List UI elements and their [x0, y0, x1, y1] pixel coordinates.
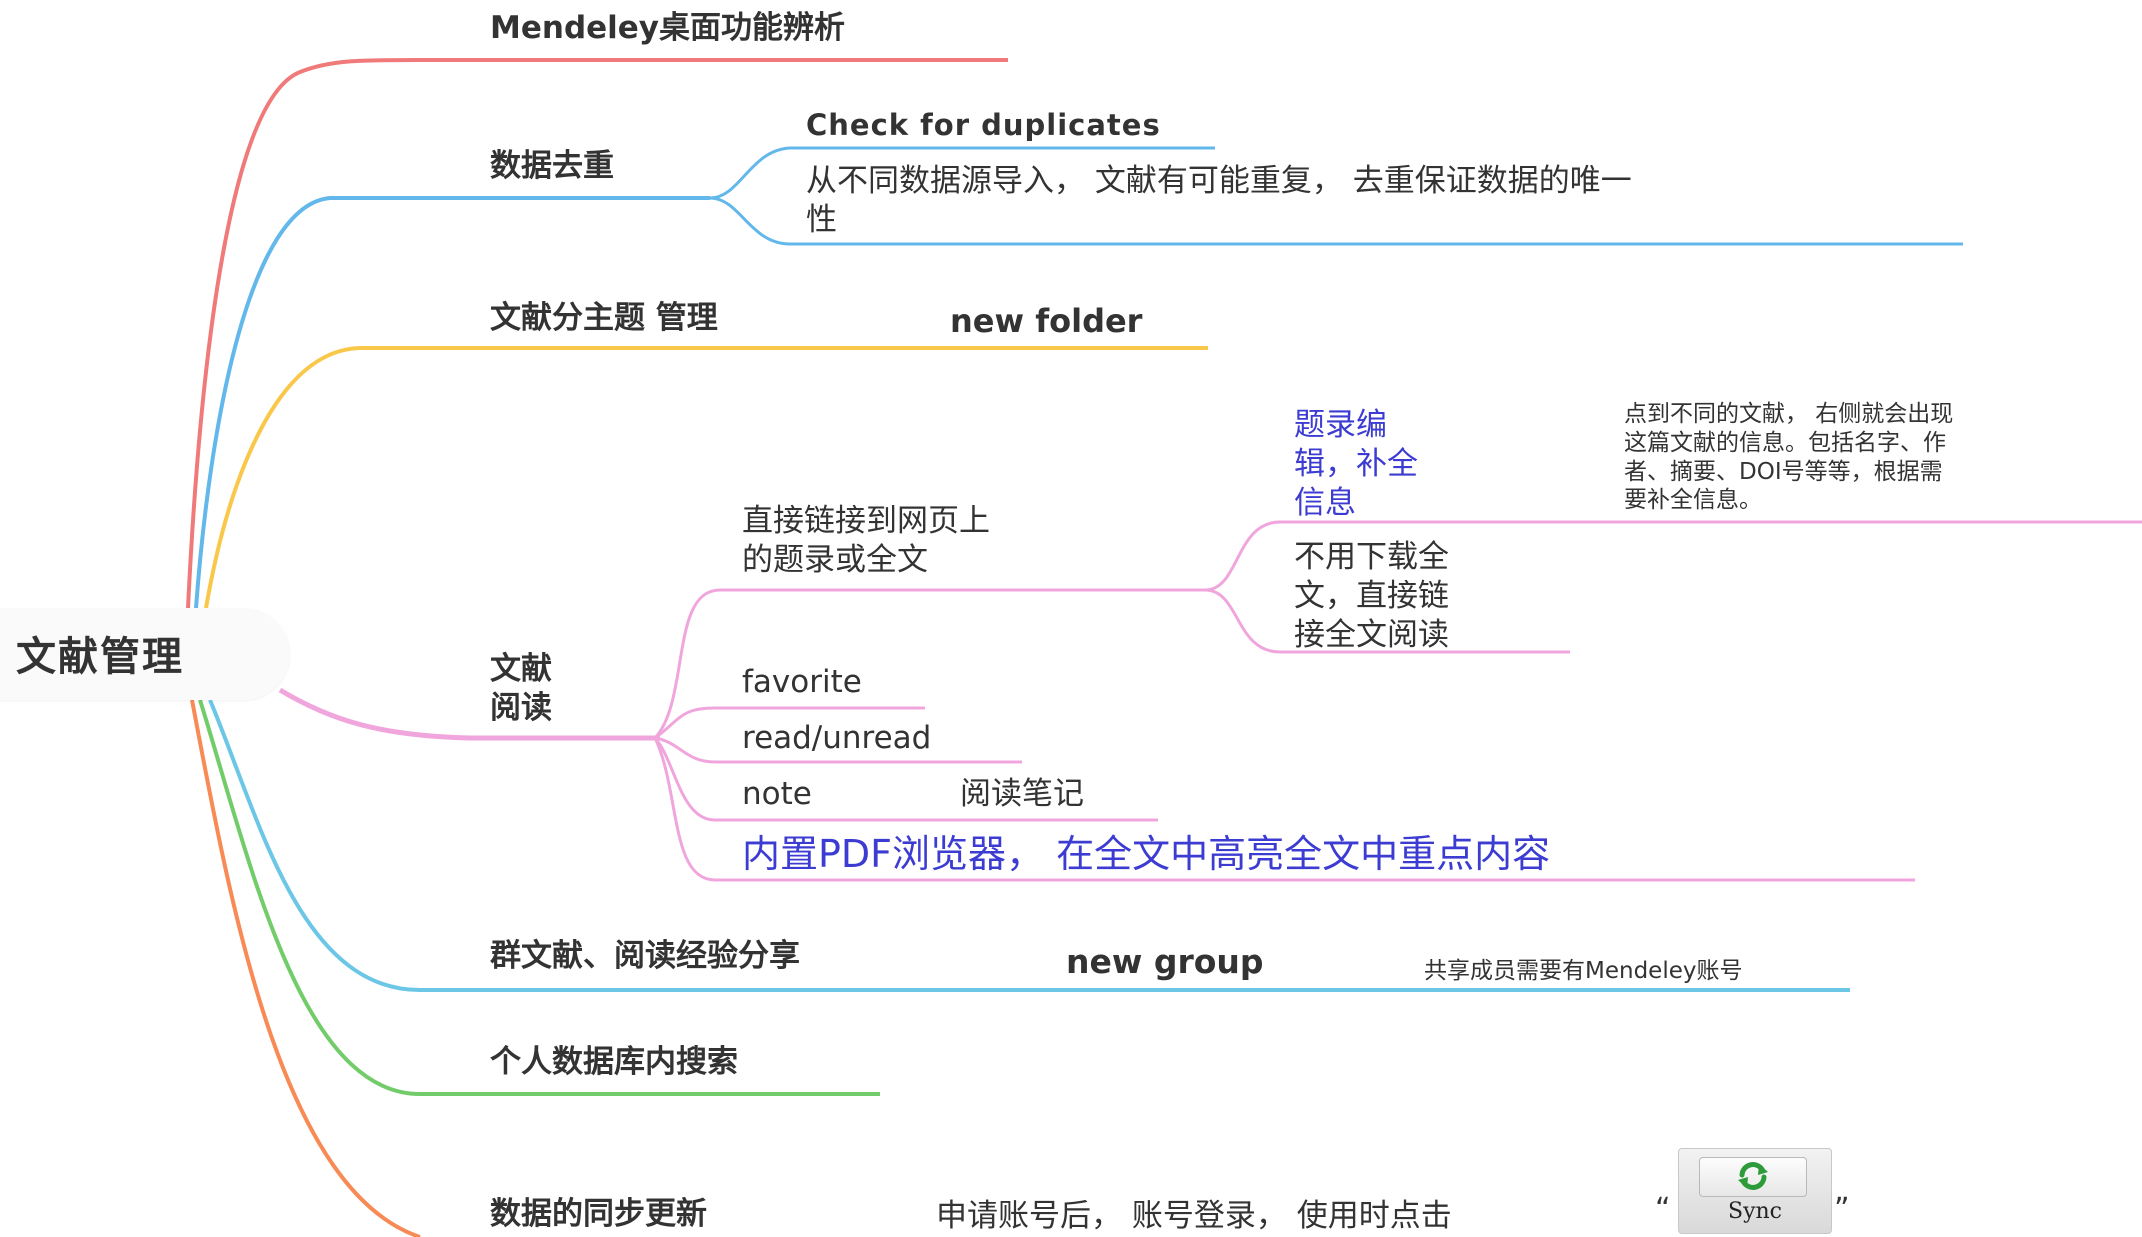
sync-button[interactable]: Sync — [1678, 1148, 1832, 1234]
link-reading-link — [653, 588, 1205, 740]
reading-note-sub-label[interactable]: 阅读笔记 — [960, 776, 1084, 812]
folder-new-folder-label[interactable]: new folder — [950, 302, 1143, 340]
reading-favorite-label[interactable]: favorite — [742, 664, 862, 700]
branch-group-label[interactable]: 群文献、阅读经验分享 — [490, 938, 800, 974]
branch-reading-label[interactable]: 文献 阅读 — [490, 651, 552, 726]
sync-arrows-icon — [1738, 1162, 1768, 1190]
reading-edit-label[interactable]: 题录编 辑，补全 信息 — [1294, 407, 1418, 521]
link-reading-pdf — [653, 737, 1915, 882]
dedup-check-label[interactable]: Check for duplicates — [806, 108, 1161, 142]
reading-readunread-label[interactable]: read/unread — [742, 720, 932, 756]
link-reading-readunread — [654, 736, 1022, 764]
link-folder — [204, 346, 1208, 609]
branch-sync-label[interactable]: 数据的同步更新 — [490, 1196, 707, 1232]
reading-nodownload-label[interactable]: 不用下载全 文，直接链 接全文阅读 — [1294, 539, 1449, 653]
link-link-nodownload — [1204, 588, 1570, 654]
dedup-desc-label[interactable]: 从不同数据源导入， 文献有可能重复， 去重保证数据的唯一 性 — [806, 163, 1632, 238]
link-dedup-desc — [709, 196, 1963, 246]
link-reading-favorite — [654, 706, 925, 740]
link-reading-note — [653, 736, 1158, 822]
root-node[interactable]: 文献管理 — [0, 608, 290, 700]
reading-link-label[interactable]: 直接链接到网页上 的题录或全文 — [742, 503, 990, 578]
link-dedup-check — [709, 146, 1215, 200]
link-search — [198, 699, 880, 1096]
group-new-group-label[interactable]: new group — [1066, 942, 1264, 981]
link-sync — [190, 699, 421, 1237]
reading-pdf-label[interactable]: 内置PDF浏览器， 在全文中高亮全文中重点内容 — [742, 832, 1551, 876]
link-group — [208, 699, 1850, 992]
group-note-label[interactable]: 共享成员需要有Mendeley账号 — [1424, 958, 1743, 984]
branch-search-label[interactable]: 个人数据库内搜索 — [490, 1044, 738, 1080]
sync-desc-label[interactable]: 申请账号后， 账号登录， 使用时点击 — [936, 1198, 1452, 1234]
root-label: 文献管理 — [16, 634, 184, 680]
reading-edit-note[interactable]: 点到不同的文献， 右侧就会出现 这篇文献的信息。包括名字、作 者、摘要、DOI号… — [1624, 401, 1954, 514]
link-reading — [278, 687, 660, 741]
sync-quote-close: ” — [1834, 1192, 1850, 1227]
reading-note-label[interactable]: note — [742, 776, 812, 812]
branch-dedup-label[interactable]: 数据去重 — [490, 148, 614, 184]
sync-button-label: Sync — [1728, 1199, 1782, 1224]
link-dedup — [194, 196, 710, 609]
sync-icon-frame — [1699, 1157, 1807, 1197]
branch-desktop-label[interactable]: Mendeley桌面功能辨析 — [490, 10, 846, 46]
sync-quote-open: “ — [1655, 1192, 1671, 1227]
link-link-edit — [1204, 520, 2142, 592]
branch-folder-label[interactable]: 文献分主题 管理 — [490, 300, 718, 336]
link-desktop — [186, 58, 1008, 609]
